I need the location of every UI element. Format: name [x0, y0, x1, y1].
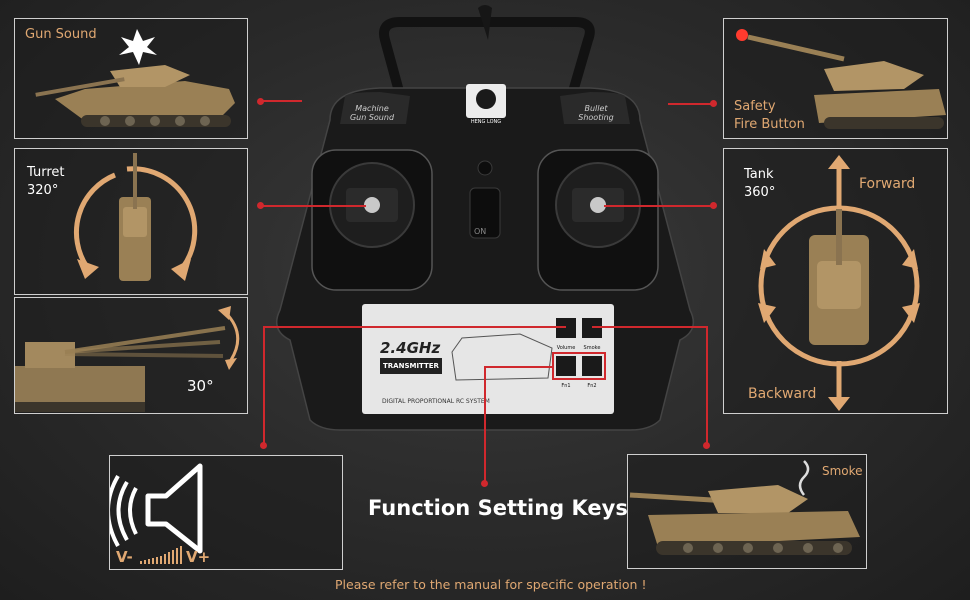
connector-dot — [481, 480, 488, 487]
frequency-label: 2.4GHz — [380, 339, 441, 357]
function-setting-keys-title: Function Setting Keys — [368, 496, 628, 520]
connector-line — [484, 366, 486, 482]
connector-line — [604, 205, 712, 207]
safety-fire-panel: Safety Fire Button — [723, 18, 948, 139]
transmitter-label: TRANSMITTER — [380, 358, 442, 374]
forward-label: Forward — [859, 176, 916, 192]
backward-label: Backward — [748, 386, 817, 402]
tank-firing-image — [736, 29, 946, 129]
fire-button-label: Fire Button — [734, 117, 805, 132]
smoke-key-label[interactable]: Smoke — [583, 345, 601, 351]
volume-level-bars — [140, 546, 182, 564]
connector-line — [262, 205, 366, 207]
tank-angle: 360° — [744, 185, 776, 200]
connector-line — [263, 326, 265, 444]
elevation-angle: 30° — [187, 377, 214, 395]
bullet-shooting-button[interactable]: Bullet Shooting — [578, 104, 614, 122]
volume-key-label[interactable]: Volume — [556, 345, 576, 351]
volume-up-label: V+ — [186, 548, 211, 566]
smoke-tank-image — [629, 460, 860, 555]
fn2-key-label[interactable]: Fn2 — [587, 383, 597, 389]
connector-line — [592, 326, 708, 328]
tank-label: Tank — [744, 167, 774, 182]
connector-line — [706, 326, 708, 444]
rc-system-label: DIGITAL PROPORTIONAL RC SYSTEM — [382, 398, 490, 405]
smoke-panel: Smoke — [627, 454, 867, 569]
connector-line — [262, 100, 302, 102]
elevation-panel: 30° — [14, 297, 248, 414]
connector-dot — [703, 442, 710, 449]
connector-line — [263, 326, 566, 328]
tank-image — [35, 29, 235, 127]
smoke-label: Smoke — [822, 464, 863, 478]
footer-note: Please refer to the manual for specific … — [335, 577, 647, 592]
turret-label: Turret — [27, 165, 65, 180]
gun-sound-panel: Gun Sound — [14, 18, 248, 139]
connector-dot — [710, 202, 717, 209]
gun-elevation-image — [15, 306, 240, 412]
turret-panel: Turret 320° — [14, 148, 248, 295]
connector-dot — [257, 202, 264, 209]
tank-rotation-arrows — [758, 155, 920, 411]
volume-panel: V- V+ — [109, 455, 343, 570]
turret-rotation-arrows — [73, 153, 198, 281]
machine-gun-sound-button[interactable]: Machine Gun Sound — [349, 104, 395, 122]
volume-down-label: V- — [116, 548, 133, 566]
tank-rotation-panel: Tank 360° Forward Backward — [723, 148, 948, 414]
connector-dot — [710, 100, 717, 107]
connector-line — [484, 366, 554, 368]
speaker-icon — [110, 463, 203, 554]
connector-dot — [260, 442, 267, 449]
connector-line — [668, 103, 712, 105]
power-switch-label[interactable]: ON — [474, 227, 487, 236]
turret-angle: 320° — [27, 183, 59, 198]
brand-label: HENG LONG — [470, 119, 502, 125]
fn1-key-label[interactable]: Fn1 — [561, 383, 571, 389]
gun-sound-label: Gun Sound — [25, 27, 97, 42]
safety-label: Safety — [734, 99, 776, 114]
connector-dot — [257, 98, 264, 105]
